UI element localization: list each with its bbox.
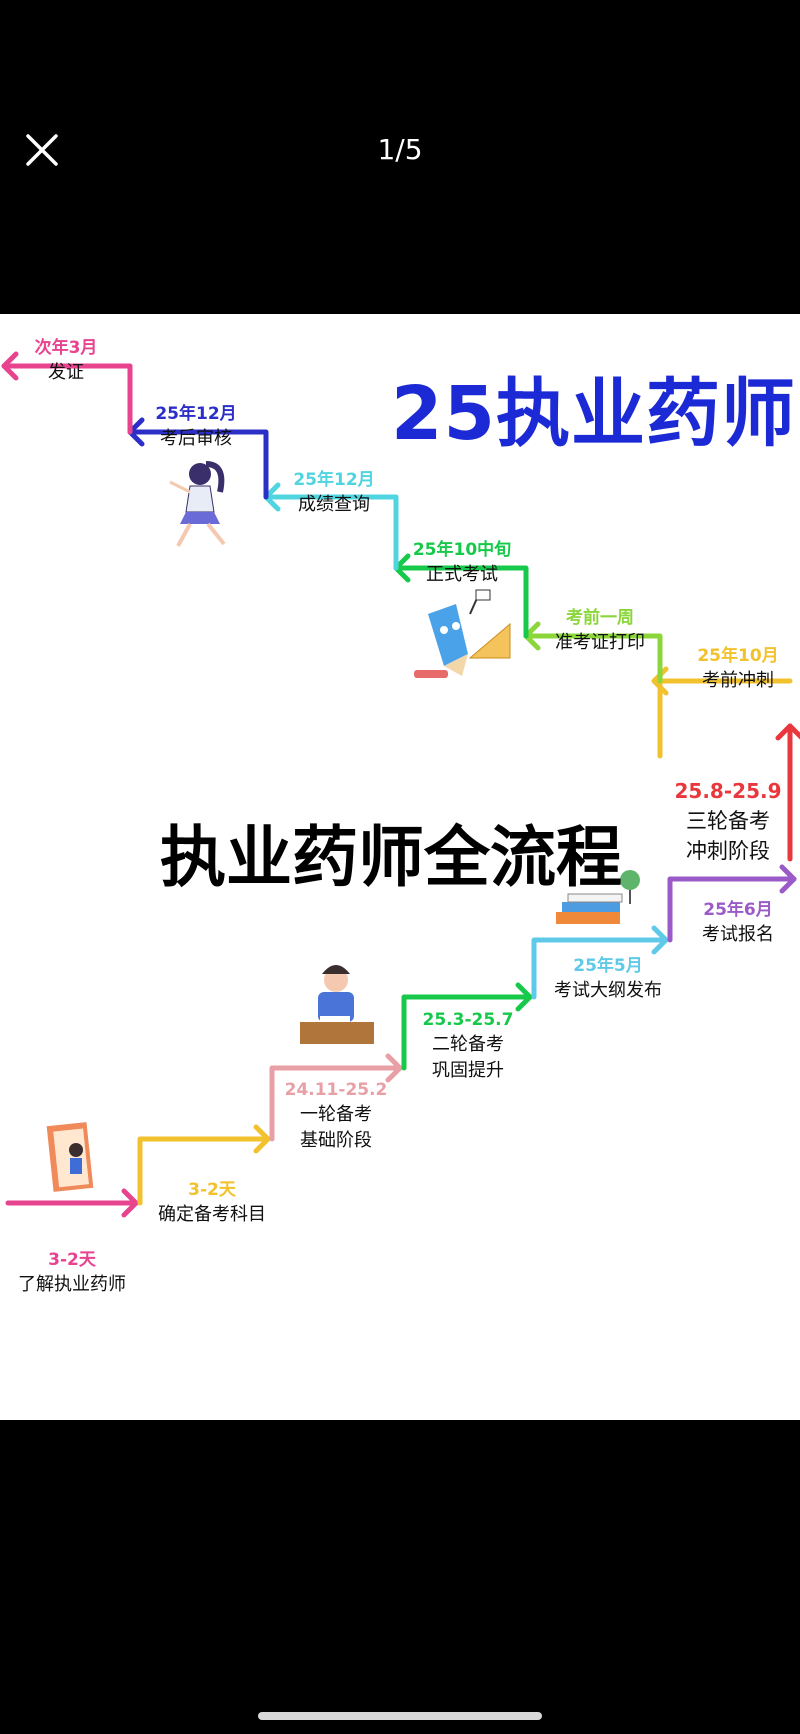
reading-girl-illustration xyxy=(46,1122,94,1192)
step-score-query: 25年12月 成绩查询 xyxy=(293,470,375,515)
step-learn-about: 3-2天 了解执业药师 xyxy=(18,1250,126,1295)
teacher-desk-illustration xyxy=(300,965,374,1044)
step-first-round: 24.11-25.2 一轮备考 基础阶段 xyxy=(284,1080,388,1151)
image-counter: 1/5 xyxy=(377,133,423,166)
step-registration: 25年6月 考试报名 xyxy=(702,900,774,945)
step-issue-certificate: 次年3月 发证 xyxy=(34,338,98,383)
pencil-mascot-illustration xyxy=(414,589,511,678)
poster-title: 25执业药师 xyxy=(391,371,796,457)
viewer-bottom-bar xyxy=(0,1420,800,1734)
runner-girl-illustration xyxy=(169,461,226,547)
poster-image: 25执业药师 执业药师全流程 次年3月 发证 25年12月 考后审核 25年12… xyxy=(0,314,800,1420)
step-admission-ticket: 考前一周 准考证打印 xyxy=(555,608,645,653)
step-formal-exam: 25年10中旬 正式考试 xyxy=(412,540,512,585)
viewer-top-bar: 1/5 xyxy=(0,0,800,314)
books-globe-illustration xyxy=(556,870,640,924)
close-button[interactable] xyxy=(22,130,62,170)
step-syllabus-release: 25年5月 考试大纲发布 xyxy=(554,956,662,1001)
step-choose-subjects: 3-2天 确定备考科目 xyxy=(158,1180,266,1225)
poster-subtitle: 执业药师全流程 xyxy=(160,819,622,896)
close-icon[interactable] xyxy=(22,130,62,170)
step-third-round: 25.8-25.9 三轮备考 冲刺阶段 xyxy=(674,779,782,863)
step-post-exam-review: 25年12月 考后审核 xyxy=(155,404,237,449)
step-second-round: 25.3-25.7 二轮备考 巩固提升 xyxy=(422,1010,514,1081)
timeline-paths xyxy=(1,351,800,1218)
step-final-sprint: 25年10月 考前冲刺 xyxy=(697,646,779,691)
home-indicator[interactable] xyxy=(258,1712,542,1720)
